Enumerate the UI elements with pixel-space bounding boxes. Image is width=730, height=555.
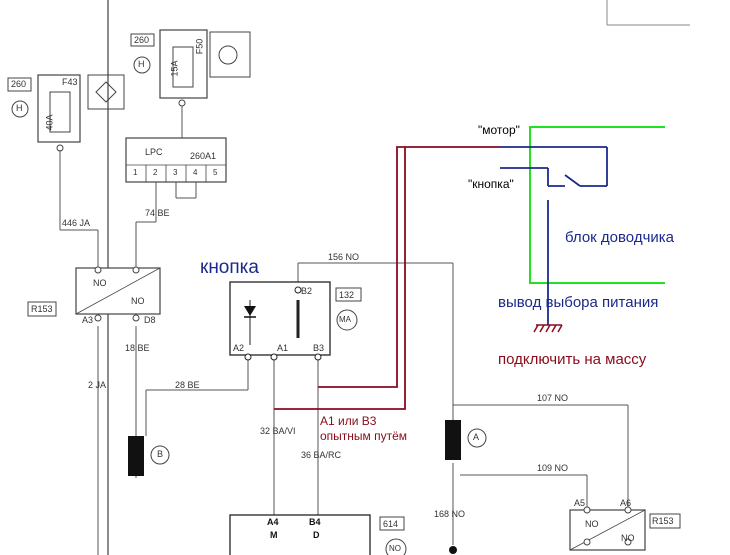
fuse-f43-label: F43 bbox=[62, 77, 78, 87]
wire-28-label: 28 BE bbox=[175, 380, 200, 390]
annotation-block: блок доводчика bbox=[565, 229, 674, 246]
annotation-motor: "мотор" bbox=[478, 123, 520, 137]
fuse-f43-rating: 40A bbox=[44, 114, 55, 131]
button-circle-ma: MA bbox=[339, 315, 351, 324]
wire-109-label: 109 NO bbox=[537, 463, 569, 473]
wire-36-label: 36 BA/RC bbox=[301, 450, 342, 460]
lpc-pin-3: 3 bbox=[173, 168, 178, 177]
motor-pin-b4-sub: D bbox=[313, 530, 320, 540]
fuse-f43-block bbox=[7, 74, 125, 152]
relay-left-block bbox=[27, 266, 161, 322]
relay-right-no-left: NO bbox=[585, 519, 599, 529]
button-pin-a2: A2 bbox=[233, 343, 245, 353]
button-pin-a1: A1 bbox=[277, 343, 289, 353]
motor-pin-b4: B4 bbox=[309, 517, 321, 527]
relay-right-no-right: NO bbox=[621, 533, 635, 543]
green-wiring bbox=[529, 126, 665, 284]
lpc-code: 260A1 bbox=[190, 151, 217, 161]
lpc-pin-5: 5 bbox=[213, 168, 218, 177]
navy-switch bbox=[500, 146, 608, 325]
motor-block-ref: 614 bbox=[383, 519, 399, 529]
relay-right-block bbox=[569, 506, 681, 551]
annotation-a1-b3-line2: опытным путём bbox=[320, 429, 408, 443]
relay-left-pin-a3: A3 bbox=[82, 315, 94, 325]
motor-pin-a4-sub: M bbox=[270, 530, 278, 540]
fuse-f50-circle: H bbox=[138, 59, 145, 69]
button-ref: 132 bbox=[339, 290, 355, 300]
lpc-pin-2: 2 bbox=[153, 168, 158, 177]
relay-right-pin-a5: A5 bbox=[574, 498, 586, 508]
button-pin-b2: B2 bbox=[301, 286, 313, 296]
button-switch-block bbox=[229, 281, 362, 361]
gray-wiring bbox=[59, 106, 629, 555]
lpc-pin-4: 4 bbox=[193, 168, 198, 177]
button-pin-b3: B3 bbox=[313, 343, 325, 353]
annotation-knopka-title: кнопка bbox=[200, 257, 259, 278]
wire-107-label: 107 NO bbox=[537, 393, 569, 403]
motor-block-circle: NO bbox=[389, 544, 401, 553]
wire-2-label: 2 JA bbox=[88, 380, 107, 390]
wire-446-label: 446 JA bbox=[62, 218, 91, 228]
fuse-f43-circle: H bbox=[16, 103, 23, 113]
motor-pin-a4: A4 bbox=[267, 517, 279, 527]
relay-left-no-bottom: NO bbox=[131, 296, 145, 306]
relay-right-pin-a6: A6 bbox=[620, 498, 632, 508]
relay-left-no-top: NO bbox=[93, 278, 107, 288]
relay-left-pin-d8: D8 bbox=[144, 315, 156, 325]
wire-168-label: 168 NO bbox=[434, 509, 466, 519]
wire-32-label: 32 BA/VI bbox=[260, 426, 296, 436]
connector-b bbox=[128, 436, 170, 476]
annotation-knopka-small: "кнопка" bbox=[468, 177, 514, 191]
wire-74-label: 74 BE bbox=[145, 208, 170, 218]
annotation-a1-b3-line1: A1 или B3 bbox=[320, 414, 377, 428]
fuse-f50-block bbox=[130, 29, 251, 107]
relay-left-ref: R153 bbox=[31, 304, 53, 314]
lpc-label: LPC bbox=[145, 147, 163, 157]
relay-right-ref: R153 bbox=[652, 516, 674, 526]
fuse-f43-ref: 260 bbox=[11, 79, 27, 89]
fuse-f50-ref: 260 bbox=[134, 35, 150, 45]
connector-b-label: B bbox=[157, 449, 164, 459]
ground-symbol bbox=[533, 324, 563, 333]
wire-156-label: 156 NO bbox=[328, 252, 360, 262]
annotation-vyvod: вывод выбора питания bbox=[498, 294, 659, 311]
connector-a bbox=[445, 420, 487, 460]
fuse-f50-rating: 15A bbox=[169, 60, 180, 77]
motor-block bbox=[229, 514, 457, 555]
fuse-f50-label: F50 bbox=[194, 38, 205, 55]
annotation-massa: подключить на массу bbox=[498, 351, 647, 368]
lpc-pin-1: 1 bbox=[133, 168, 138, 177]
red-wiring bbox=[274, 146, 500, 410]
connector-a-label: A bbox=[473, 432, 480, 442]
wire-18-label: 18 BE bbox=[125, 343, 150, 353]
